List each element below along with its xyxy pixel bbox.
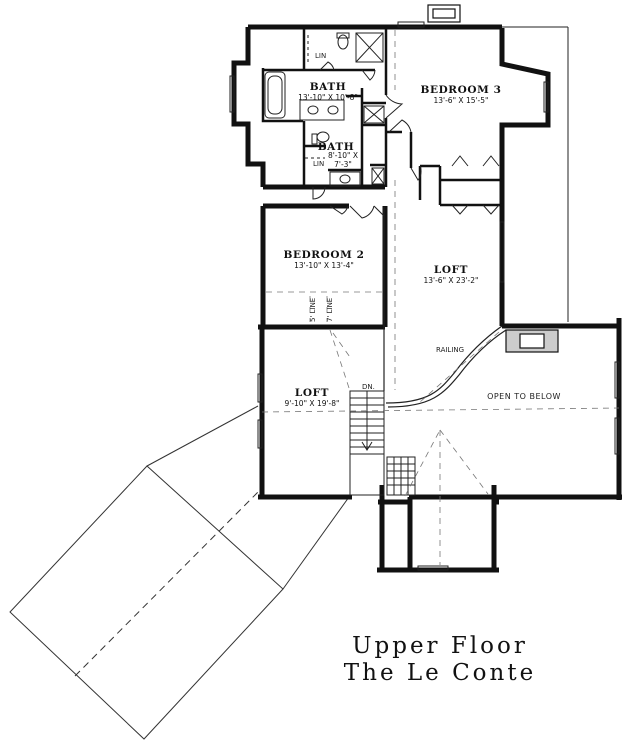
windows — [229, 21, 620, 571]
fireplace — [505, 329, 559, 353]
chimney-top — [427, 4, 461, 23]
seven-foot-line-label: 7' LINE — [326, 298, 334, 322]
exterior-walls — [231, 24, 622, 573]
loft-upper-name: LOFT — [434, 264, 468, 276]
door-swings — [312, 61, 500, 219]
stairs-down-label: DN. — [362, 383, 375, 391]
plan-title-line2: The Le Conte — [343, 660, 537, 686]
interior-walls — [261, 27, 502, 207]
bedroom2-name: BEDROOM 2 — [284, 249, 365, 261]
loft-lower-name: LOFT — [295, 387, 329, 399]
bath1-dims: 13'-10" X 10'-8" — [298, 93, 358, 102]
bath1-name: BATH — [310, 81, 347, 93]
railing-label: RAILING — [436, 346, 464, 354]
plan-title: Upper Floor The Le Conte — [300, 633, 580, 687]
bath2-name: BATH — [318, 141, 355, 153]
five-foot-line-label: 5' LINE — [309, 298, 317, 322]
bedroom3-name: BEDROOM 3 — [421, 84, 502, 96]
bedroom3-dims: 13'-6" X 15'-5" — [434, 96, 489, 105]
plan-title-line1: Upper Floor — [352, 633, 528, 659]
stairs — [349, 390, 416, 496]
bath-fixtures — [264, 32, 385, 187]
linen-label-1: LIN — [315, 52, 326, 60]
porch-outline — [9, 405, 350, 740]
linen-label-2: LIN — [313, 160, 324, 168]
ceiling-lines — [261, 30, 620, 565]
loft-lower-dims: 9'-10" X 19'-8" — [285, 399, 340, 408]
open-to-below-label: OPEN TO BELOW — [487, 392, 561, 401]
bath2-dims-line1: 8'-10" X — [328, 151, 358, 160]
bath2-dims-line2: 7'-3" — [334, 160, 352, 169]
railing — [383, 207, 507, 408]
bedroom2-dims: 13'-10" X 13'-4" — [294, 261, 354, 270]
loft-upper-dims: 13'-6" X 23'-2" — [424, 276, 479, 285]
